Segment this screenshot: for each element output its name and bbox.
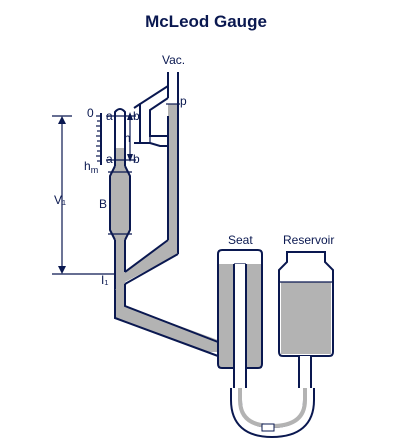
reservoir-label: Reservoir bbox=[283, 233, 334, 247]
h-dimension bbox=[106, 112, 136, 162]
scale-zero-label: 0 bbox=[87, 106, 94, 120]
diagram-title: McLeod Gauge bbox=[145, 12, 267, 31]
v1-label: V₁ bbox=[54, 193, 66, 207]
bulb-b bbox=[108, 165, 132, 241]
v1-dimension bbox=[52, 115, 115, 275]
top-bypass-loop bbox=[133, 85, 169, 147]
p-label: p bbox=[180, 94, 187, 108]
vacuum-inlet-tube bbox=[167, 72, 179, 106]
seat-chamber bbox=[217, 249, 263, 388]
level-b-bottom-label: b bbox=[133, 152, 140, 166]
main-feed-tube bbox=[114, 284, 219, 357]
level-a-bottom-label: a bbox=[106, 152, 113, 166]
flexible-hose bbox=[230, 388, 315, 439]
h-label: h bbox=[124, 131, 131, 145]
bulb-b-label: B bbox=[99, 197, 107, 211]
level-a-top-label: a bbox=[106, 109, 113, 123]
measuring-capillary bbox=[114, 108, 126, 166]
graduated-scale bbox=[96, 113, 102, 165]
i1-label: I₁ bbox=[101, 273, 108, 287]
reference-tube-p bbox=[166, 103, 180, 254]
hm-label: hm bbox=[84, 159, 98, 175]
reservoir bbox=[278, 251, 334, 388]
vac-label: Vac. bbox=[162, 53, 185, 67]
connecting-branch bbox=[124, 239, 179, 285]
seat-label: Seat bbox=[228, 233, 253, 247]
level-b-top-label: b bbox=[133, 109, 140, 123]
